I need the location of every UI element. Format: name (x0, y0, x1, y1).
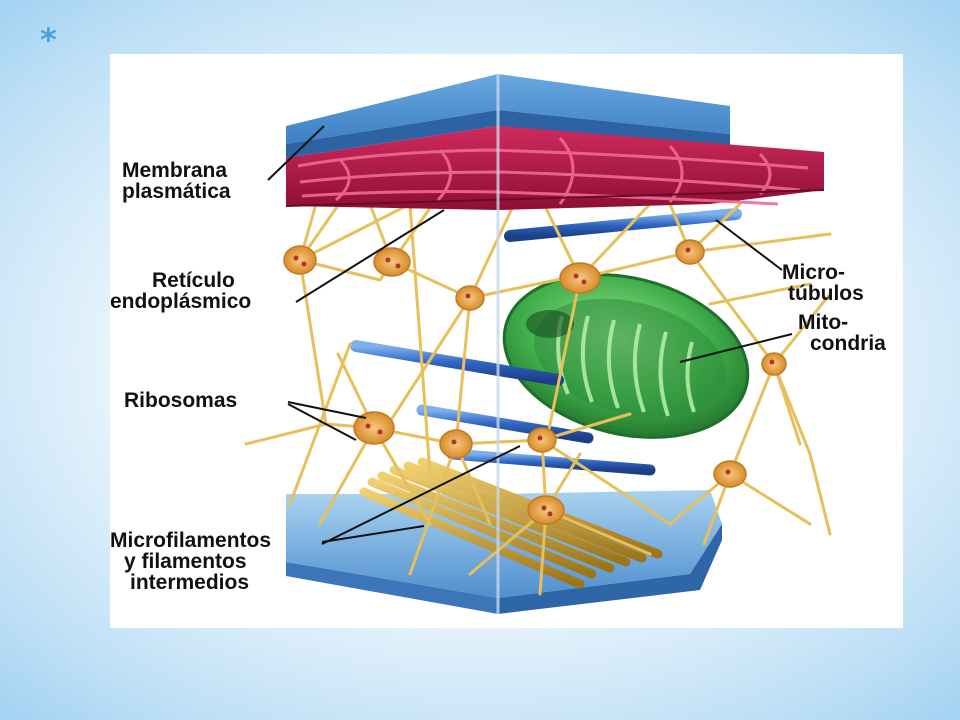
label-reticulo-endoplasmico: Retículo endoplásmico (110, 270, 251, 312)
microtubules (350, 208, 742, 476)
label-microfilamentos-line1: Microfilamentos (110, 529, 272, 552)
label-membrana-line1: Membrana (122, 159, 228, 182)
label-reticulo-line1: Retículo (152, 269, 235, 292)
label-microtubulos-line1: Micro- (782, 261, 845, 284)
cytoskeleton-illustration (244, 74, 832, 614)
label-microfilamentos-line2: y filamentos (124, 550, 247, 573)
label-ribosomas: Ribosomas (124, 389, 238, 412)
label-pointers (267, 125, 793, 545)
label-reticulo-line2: endoplásmico (110, 290, 252, 313)
label-membrana-line2: plasmática (122, 180, 231, 203)
filament-junctions (283, 239, 787, 525)
mitochondrion (502, 273, 750, 439)
slide-bullet-asterisk: * (40, 21, 57, 59)
label-microfilamentos: Microfilamentos y filamentos intermedios (110, 530, 271, 593)
cytoskeleton-diagram: Membrana plasmática Retículo endoplásmic… (110, 54, 903, 628)
ribosome-dots (293, 247, 775, 517)
label-microtubulos-line2: túbulos (788, 282, 864, 305)
label-microtubulos: Micro- túbulos (782, 262, 864, 304)
label-microfilamentos-line3: intermedios (130, 571, 250, 594)
label-mitocondria: Mito- condria (798, 312, 886, 354)
label-mitocondria-line2: condria (810, 332, 886, 355)
label-mitocondria-line1: Mito- (798, 311, 849, 334)
top-membrane (286, 74, 730, 158)
label-membrana-plasmatica: Membrana plasmática (122, 160, 231, 202)
